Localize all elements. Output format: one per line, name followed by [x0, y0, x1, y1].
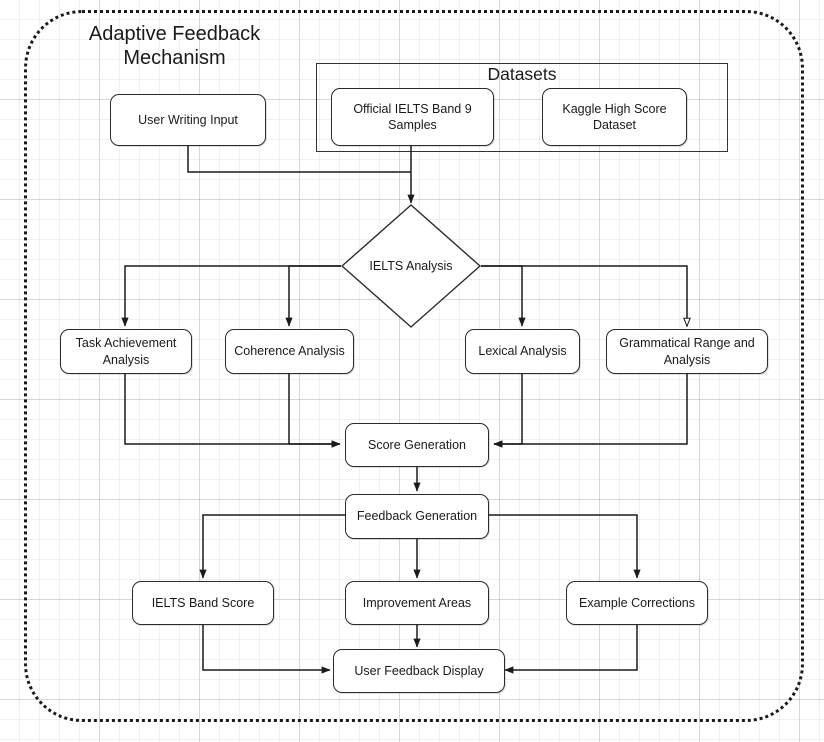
edge-task-to-score: [124, 373, 341, 448]
edge-coherence-to-score: [288, 373, 341, 448]
edge-analysis-to-task: [121, 265, 341, 327]
node-coherence-analysis[interactable]: Coherence Analysis: [225, 329, 354, 374]
edge-feedback-to-band-score: [199, 514, 345, 579]
edge-lexical-to-score: [493, 373, 523, 448]
node-ielts-analysis[interactable]: IELTS Analysis: [340, 204, 482, 328]
edge-analysis-to-coherence: [285, 265, 341, 327]
diamond-shape: [340, 204, 482, 328]
node-user-writing-input[interactable]: User Writing Input: [110, 94, 266, 146]
node-improvement-areas[interactable]: Improvement Areas: [345, 581, 489, 625]
node-kaggle-high-score-dataset[interactable]: Kaggle High Score Dataset: [542, 88, 687, 146]
edge-band-score-to-display: [202, 625, 331, 674]
node-score-generation[interactable]: Score Generation: [345, 423, 489, 467]
node-user-feedback-display[interactable]: User Feedback Display: [333, 649, 505, 693]
node-official-ielts-band9-samples[interactable]: Official IELTS Band 9 Samples: [331, 88, 494, 146]
node-grammatical-range-analysis[interactable]: Grammatical Range and Analysis: [606, 329, 768, 374]
system-boundary: [24, 10, 804, 722]
node-ielts-band-score[interactable]: IELTS Band Score: [132, 581, 274, 625]
edge-corrections-to-display: [504, 625, 638, 674]
node-lexical-analysis[interactable]: Lexical Analysis: [465, 329, 580, 374]
group-datasets-title: Datasets: [487, 64, 557, 84]
node-feedback-generation[interactable]: Feedback Generation: [345, 494, 489, 539]
edge-user-input-to-analysis: [187, 146, 411, 173]
node-task-achievement-analysis[interactable]: Task Achievement Analysis: [60, 329, 192, 374]
edge-analysis-to-grammatical: [481, 265, 691, 328]
edge-grammatical-to-score: [493, 373, 688, 448]
node-example-corrections[interactable]: Example Corrections: [566, 581, 708, 625]
edge-feedback-to-corrections: [489, 514, 641, 579]
group-datasets: [316, 63, 728, 152]
edge-analysis-to-lexical: [481, 265, 526, 327]
page-title: Adaptive Feedback Mechanism: [88, 23, 261, 70]
